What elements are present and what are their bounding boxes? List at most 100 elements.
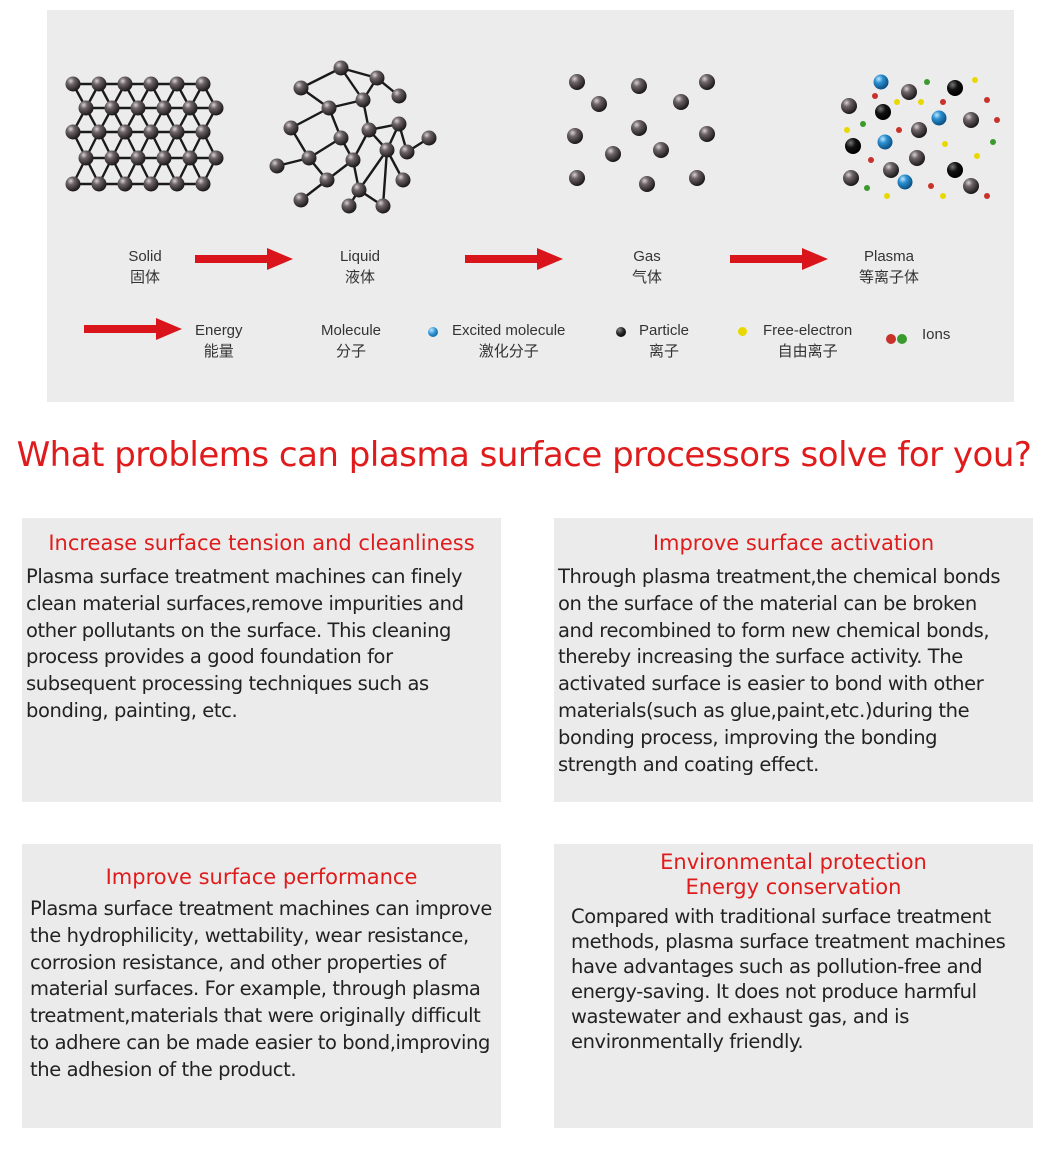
plasma-particle bbox=[947, 80, 963, 96]
blue-dot-icon bbox=[428, 327, 438, 337]
solid-atom bbox=[117, 124, 133, 140]
solid-atom bbox=[208, 150, 224, 166]
liquid-network-illustration bbox=[269, 60, 437, 214]
solid-atom bbox=[208, 100, 224, 116]
card-title: Improve surface activation bbox=[652, 531, 935, 555]
gas-particle bbox=[689, 170, 705, 186]
gas-particle bbox=[569, 74, 585, 90]
liquid-molecule bbox=[333, 60, 349, 76]
solid-atom bbox=[78, 100, 94, 116]
gas-particle bbox=[569, 170, 585, 186]
red-green-dots-icon bbox=[886, 328, 911, 347]
free-electron-or-ion bbox=[894, 99, 900, 105]
arrow-solid-to-liquid-icon bbox=[195, 248, 293, 270]
yellow-dot-icon bbox=[738, 327, 747, 336]
solid-atom bbox=[143, 124, 159, 140]
diagram-graphics bbox=[65, 60, 1000, 214]
plasma-particle bbox=[963, 112, 979, 128]
plasma-particle bbox=[947, 162, 963, 178]
liquid-molecule bbox=[301, 150, 317, 166]
arrow-gas-to-plasma-icon bbox=[730, 248, 828, 270]
solid-atom bbox=[65, 124, 81, 140]
free-electron-or-ion bbox=[994, 117, 1000, 123]
free-electron-or-ion bbox=[942, 141, 948, 147]
free-electron-or-ion bbox=[896, 127, 902, 133]
card-surface-activation: Improve surface activation Through plasm… bbox=[554, 518, 1033, 802]
free-electron-or-ion bbox=[940, 99, 946, 105]
liquid-molecule bbox=[399, 144, 415, 160]
solid-atom bbox=[65, 76, 81, 92]
card-environmental-protection: Environmental protection Energy conserva… bbox=[554, 844, 1033, 1128]
page-headline: What problems can plasma surface process… bbox=[16, 435, 1032, 475]
solid-atom bbox=[91, 124, 107, 140]
solid-atom bbox=[117, 76, 133, 92]
gas-particles-illustration bbox=[567, 74, 715, 192]
plasma-particle bbox=[901, 84, 917, 100]
solid-atom bbox=[78, 150, 94, 166]
free-electron-or-ion bbox=[972, 77, 978, 83]
liquid-molecule bbox=[361, 122, 377, 138]
card-title: Improve surface performance bbox=[105, 865, 418, 889]
card-surface-tension: Increase surface tension and cleanliness… bbox=[22, 518, 501, 802]
liquid-molecule bbox=[321, 100, 337, 116]
solid-atom bbox=[195, 76, 211, 92]
solid-atom bbox=[156, 150, 172, 166]
liquid-molecule bbox=[341, 198, 357, 214]
solid-atom bbox=[169, 124, 185, 140]
legend-ions: Ions bbox=[922, 326, 951, 343]
liquid-molecule bbox=[333, 130, 349, 146]
free-electron-or-ion bbox=[884, 193, 890, 199]
solid-lattice-illustration bbox=[65, 76, 224, 192]
free-electron-or-ion bbox=[860, 121, 866, 127]
plasma-particle bbox=[883, 162, 899, 178]
gas-particle bbox=[653, 142, 669, 158]
free-electron-or-ion bbox=[928, 183, 934, 189]
plasma-particle bbox=[875, 104, 891, 120]
plasma-particle bbox=[843, 170, 859, 186]
solid-atom bbox=[169, 176, 185, 192]
solid-atom bbox=[156, 100, 172, 116]
gas-particle bbox=[567, 128, 583, 144]
solid-atom bbox=[104, 100, 120, 116]
excited-molecule bbox=[931, 110, 947, 126]
plasma-particle bbox=[911, 122, 927, 138]
solid-atom bbox=[130, 150, 146, 166]
liquid-molecule bbox=[293, 80, 309, 96]
solid-atom bbox=[195, 176, 211, 192]
solid-atom bbox=[91, 76, 107, 92]
gas-particle bbox=[673, 94, 689, 110]
liquid-molecule bbox=[369, 70, 385, 86]
solid-atom bbox=[182, 150, 198, 166]
plasma-particle bbox=[845, 138, 861, 154]
gas-particle bbox=[631, 78, 647, 94]
solid-atom bbox=[143, 176, 159, 192]
liquid-molecule bbox=[395, 172, 411, 188]
plasma-particle bbox=[963, 178, 979, 194]
card-body: Through plasma treatment,the chemical bo… bbox=[558, 565, 1001, 776]
red-arrow-icon bbox=[84, 318, 182, 340]
excited-molecule bbox=[873, 74, 889, 90]
liquid-molecule bbox=[351, 182, 367, 198]
solid-atom bbox=[143, 76, 159, 92]
card-body: Plasma surface treatment machines can fi… bbox=[26, 565, 464, 722]
liquid-molecule bbox=[319, 172, 335, 188]
solid-atom bbox=[65, 176, 81, 192]
gas-particle bbox=[605, 146, 621, 162]
arrow-liquid-to-gas-icon bbox=[465, 248, 563, 270]
gas-particle bbox=[699, 126, 715, 142]
liquid-molecule bbox=[391, 88, 407, 104]
free-electron-or-ion bbox=[974, 153, 980, 159]
liquid-molecule bbox=[379, 142, 395, 158]
liquid-molecule bbox=[355, 92, 371, 108]
liquid-molecule bbox=[269, 158, 285, 174]
liquid-molecule bbox=[391, 116, 407, 132]
